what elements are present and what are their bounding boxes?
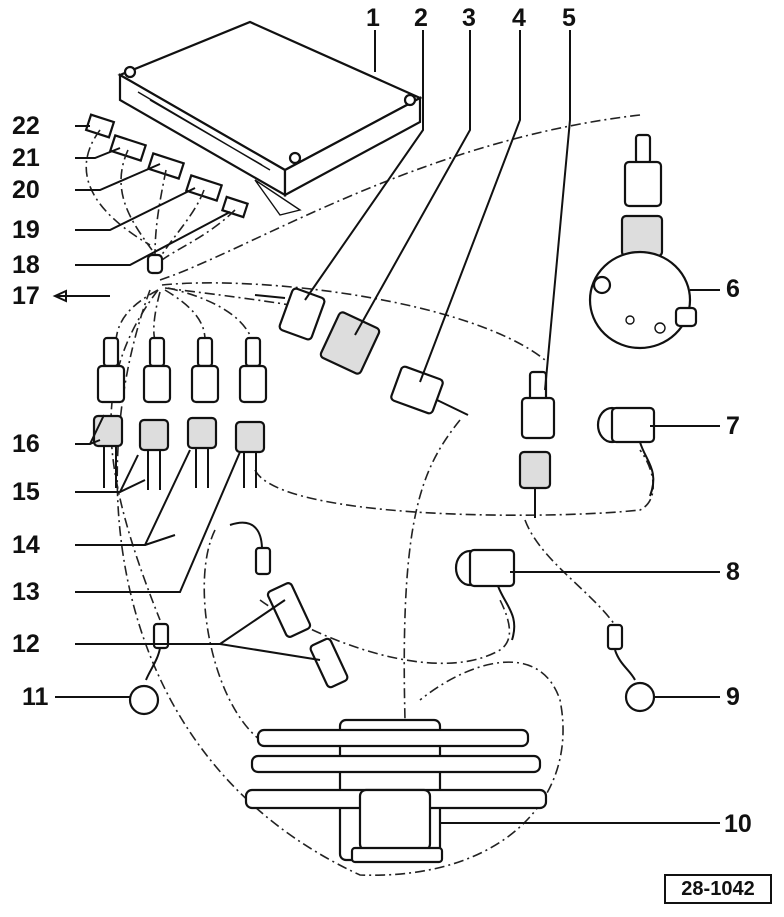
harness-connectors — [84, 113, 250, 219]
injectors — [92, 336, 268, 490]
knock-sensor-11 — [128, 622, 170, 716]
callout-6: 6 — [726, 275, 740, 303]
callout-20: 20 — [12, 176, 40, 204]
leader-lines — [52, 30, 720, 824]
callout-2: 2 — [414, 4, 428, 32]
callout-22: 22 — [12, 112, 40, 140]
distributor-sensor-6 — [588, 133, 698, 350]
callout-19: 19 — [12, 216, 40, 244]
callout-13: 13 — [12, 578, 40, 606]
callout-21: 21 — [12, 144, 40, 172]
callout-9: 9 — [726, 683, 740, 711]
callout-4: 4 — [512, 4, 526, 32]
callout-8: 8 — [726, 558, 740, 586]
callout-11: 11 — [22, 683, 49, 711]
control-unit — [117, 20, 423, 216]
callout-12: 12 — [12, 630, 40, 658]
sensor-8 — [454, 548, 516, 641]
knock-sensor-9 — [606, 623, 656, 713]
callout-15: 15 — [12, 478, 40, 506]
callout-5: 5 — [562, 4, 576, 32]
callout-10: 10 — [724, 810, 752, 838]
wiring-harness — [85, 114, 654, 876]
plug-connectors — [254, 287, 469, 416]
callout-7: 7 — [726, 412, 740, 440]
figure-reference-number: 28-1042 — [664, 874, 772, 904]
callout-17: 17 — [12, 282, 40, 310]
sensor-12 — [229, 521, 349, 689]
callout-18: 18 — [12, 251, 40, 279]
callout-3: 3 — [462, 4, 476, 32]
callout-1: 1 — [366, 4, 380, 32]
sensor-7 — [596, 406, 656, 497]
callout-14: 14 — [12, 531, 40, 559]
ignition-coil — [244, 718, 548, 864]
sensor-connector-5 — [518, 370, 556, 518]
callout-16: 16 — [12, 430, 40, 458]
